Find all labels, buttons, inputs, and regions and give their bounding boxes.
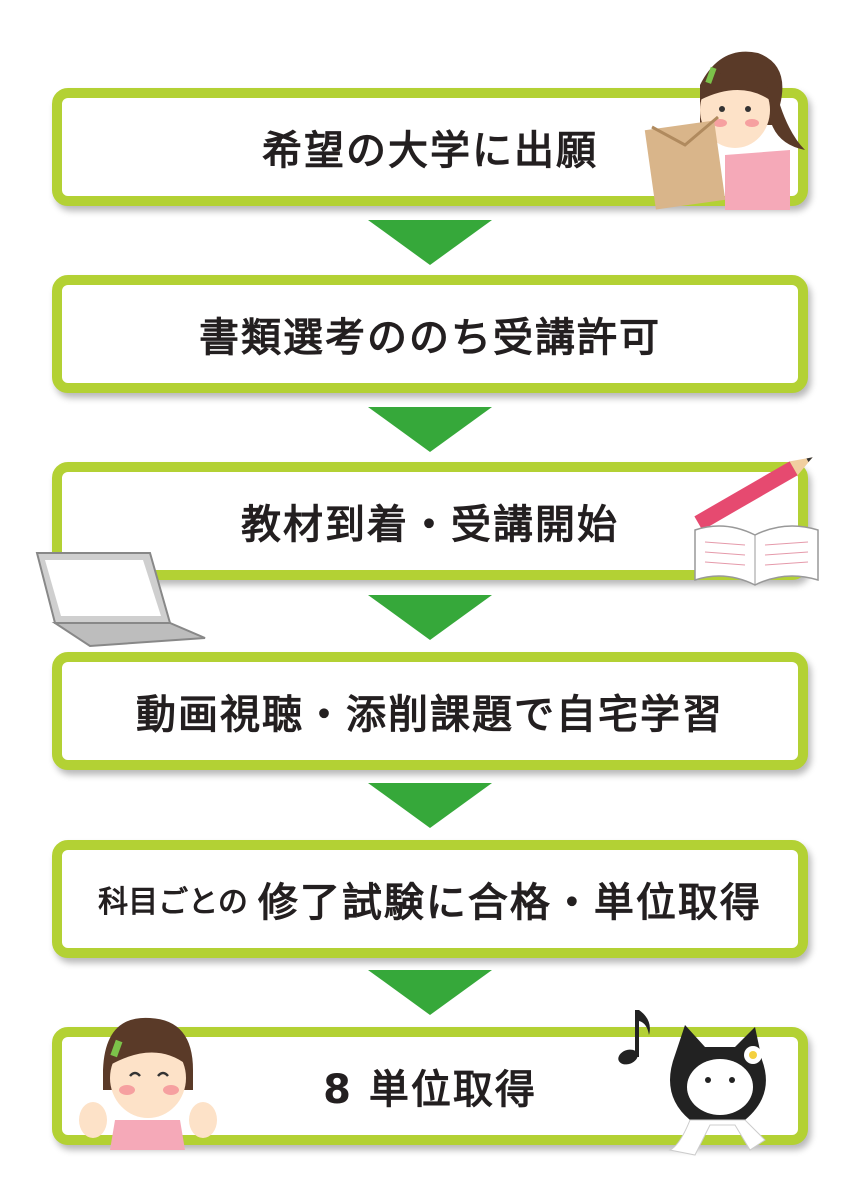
woman-with-envelope-icon <box>644 51 805 210</box>
step-4-study: 動画視聴・添削課題で自宅学習 <box>52 652 808 770</box>
step-label: 修了試験に合格・単位取得 <box>257 880 762 926</box>
down-arrow-icon <box>368 407 492 452</box>
music-note-icon <box>618 1010 650 1065</box>
step-2-screening: 書類選考ののち受講許可 <box>52 275 808 393</box>
down-arrow-icon <box>368 783 492 828</box>
laptop-icon <box>35 552 206 648</box>
step-label: 希望の大学に出願 <box>262 128 598 174</box>
step-prefix: 科目ごとの <box>98 885 248 920</box>
down-arrow-icon <box>368 970 492 1015</box>
step-label: 動画視聴・添削課題で自宅学習 <box>136 692 724 738</box>
step-label: 教材到着・受講開始 <box>241 502 619 548</box>
step-label: 8 単位取得 <box>323 1067 537 1113</box>
pencil-and-book-icon <box>694 457 819 586</box>
cat-mascot-icon <box>668 1025 766 1156</box>
step-label: 書類選考ののち受講許可 <box>199 315 661 361</box>
down-arrow-icon <box>368 220 492 265</box>
down-arrow-icon <box>368 595 492 640</box>
step-5-exam: 科目ごとの 修了試験に合格・単位取得 <box>52 840 808 958</box>
step-3-start: 教材到着・受講開始 <box>52 462 808 580</box>
happy-woman-icon <box>79 1017 217 1150</box>
